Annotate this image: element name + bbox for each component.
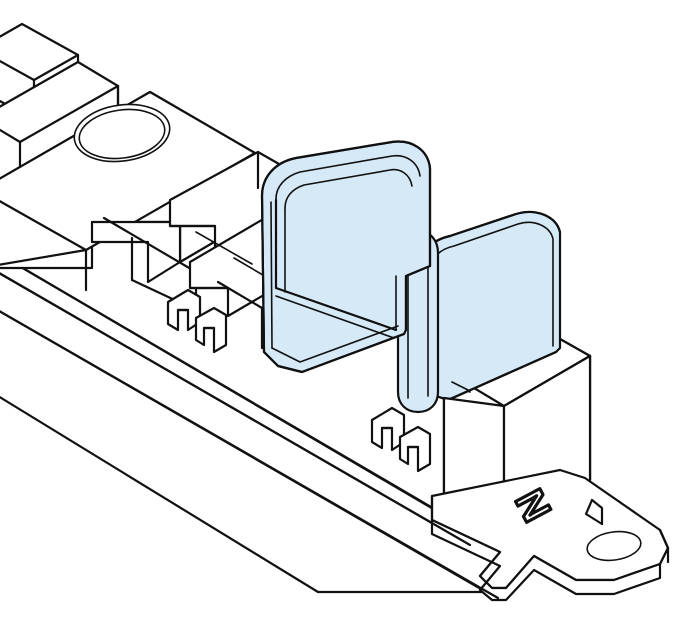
terminal-tab-mounting-hole <box>586 530 642 562</box>
terminal-screw-hole-inner <box>78 108 166 160</box>
neutral-terminal-tab <box>430 468 670 602</box>
stepped-terminal-blocks <box>0 22 312 350</box>
rail-edge-overlay <box>0 272 500 600</box>
rail-notch-features <box>166 288 432 473</box>
spring-clip <box>260 140 562 414</box>
